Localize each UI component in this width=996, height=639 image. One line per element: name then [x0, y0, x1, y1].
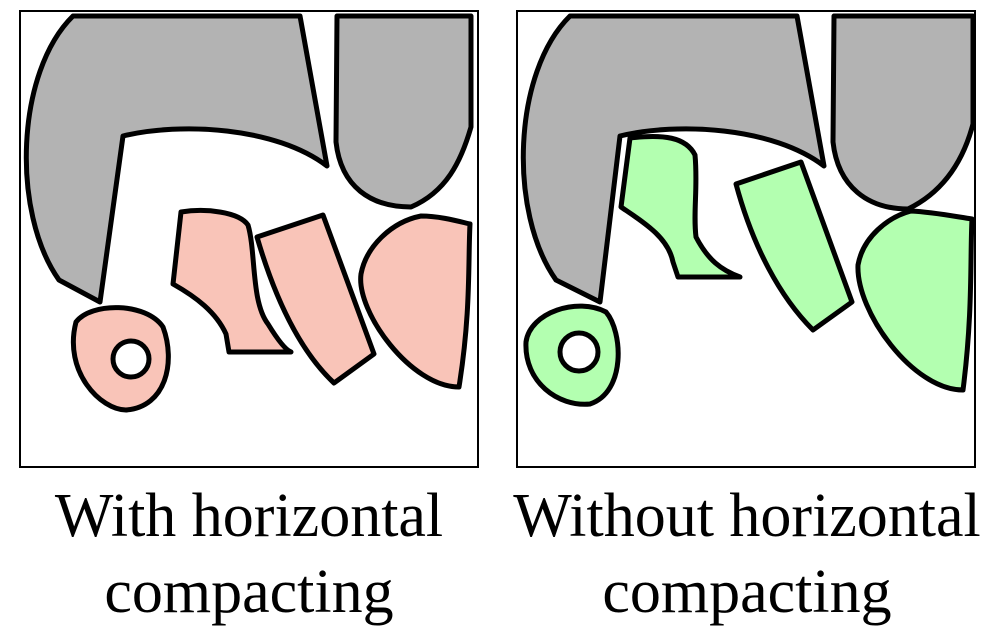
diagram-without-compacting — [520, 13, 974, 407]
part-quad — [733, 159, 855, 333]
caption-without-compacting: Without horizontal compacting — [498, 478, 996, 630]
caption-line-2: compacting — [602, 558, 892, 626]
panel-without-compacting — [516, 10, 976, 468]
fixture-large — [520, 13, 827, 305]
fixture-small — [830, 13, 974, 212]
caption-line-2: compacting — [104, 558, 394, 626]
caption-with-compacting: With horizontal compacting — [0, 478, 498, 630]
caption-line-1: Without horizontal — [513, 482, 981, 550]
panel-with-compacting — [19, 10, 479, 468]
fixture-small — [333, 13, 474, 210]
fixture-large — [23, 13, 330, 305]
part-teardrop — [358, 213, 473, 390]
part-quad — [254, 212, 377, 386]
part-ring — [70, 305, 171, 413]
part-teardrop — [855, 208, 974, 393]
diagram-with-compacting — [23, 13, 474, 413]
part-ring — [523, 303, 621, 407]
part-hook — [618, 133, 743, 280]
part-hook — [170, 208, 294, 355]
caption-line-1: With horizontal — [54, 482, 444, 550]
